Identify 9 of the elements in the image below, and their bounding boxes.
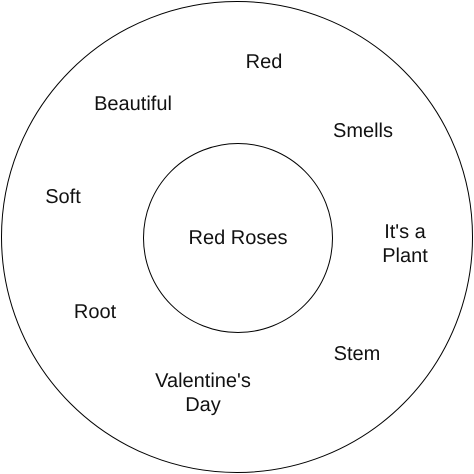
- circle-label: Root: [72, 300, 118, 324]
- circle-label: Beautiful: [93, 92, 173, 116]
- circle-label: It's a Plant: [381, 220, 429, 268]
- circle-label: Soft: [44, 185, 82, 209]
- circle-label: Red Roses: [188, 226, 288, 250]
- circle-label: Red: [244, 50, 284, 74]
- circle-label: Valentine's Day: [154, 369, 252, 417]
- circle-label: Smells: [332, 119, 394, 143]
- circle-label: Stem: [332, 342, 382, 366]
